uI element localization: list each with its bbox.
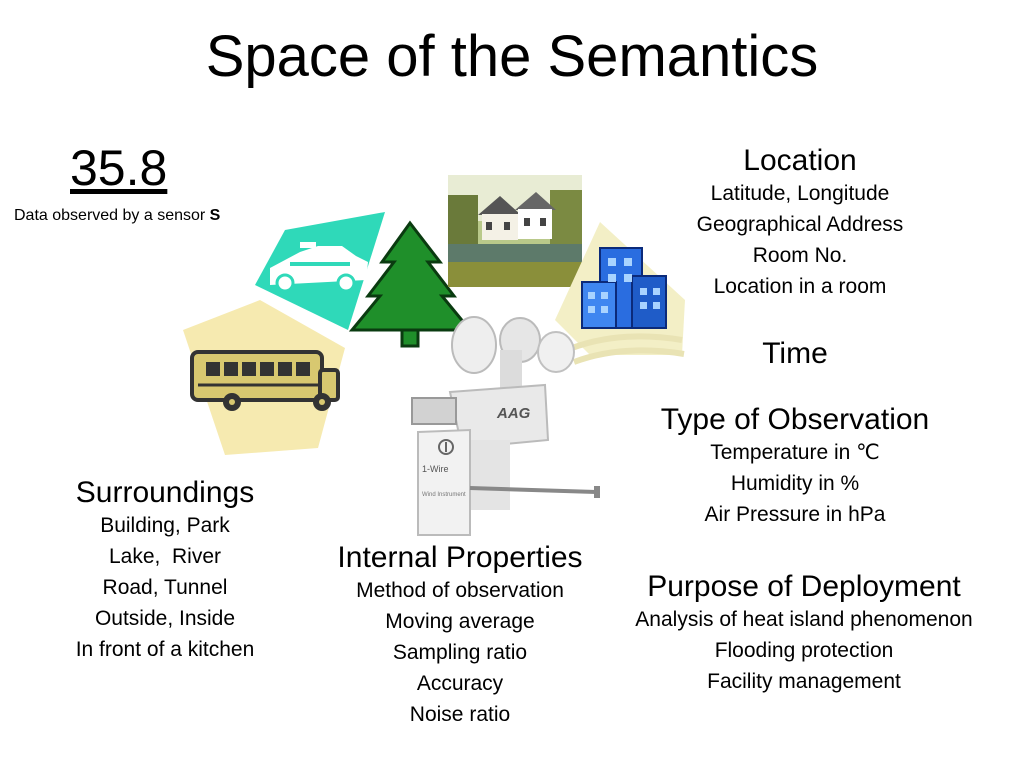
location-item: Location in a room [713,275,887,298]
observation-type-heading: Type of Observation [660,403,930,436]
internal-properties-heading: Internal Properties [337,541,583,574]
anemometer-sensor-image: AAG 1-Wire Wind Instrument [411,316,600,536]
purpose-block: Purpose of Deployment Analysis of heat i… [592,570,1016,697]
surroundings-block: Surroundings Building, Park Lake, River … [30,476,300,665]
caption-text: Data observed by a sensor [14,207,210,224]
observation-type-item: Air Pressure in hPa [704,503,886,526]
surroundings-item: In front of a kitchen [75,638,255,661]
location-item: Room No. [752,244,848,267]
bus-icon [183,300,345,455]
purpose-item: Flooding protection [714,639,894,662]
observed-caption: Data observed by a sensor S [14,206,220,226]
internal-properties-item: Method of observation [356,579,564,602]
sensor-brand: AAG [496,405,531,422]
location-block: Location Latitude, Longitude Geographica… [660,144,940,302]
location-heading: Location [743,144,857,177]
purpose-item: Facility management [707,670,901,693]
observation-type-item: Humidity in % [730,472,860,495]
tree-icon [348,220,474,348]
surroundings-item: Road, Tunnel [102,576,228,599]
office-building-icon [555,222,685,365]
slide-title: Space of the Semantics [205,24,819,89]
time-heading: Time [762,337,828,370]
surroundings-item: Lake, River [108,545,222,568]
house-lake-photo [448,175,582,287]
surroundings-item: Building, Park [100,514,230,537]
sensor-tag: 1-Wire [422,464,449,474]
purpose-item: Analysis of heat island phenomenon [635,608,973,631]
observation-type-block: Type of Observation Temperature in ℃ Hum… [620,403,970,530]
surroundings-item: Outside, Inside [94,607,236,630]
internal-properties-item: Accuracy [416,672,504,695]
internal-properties-item: Moving average [385,610,535,633]
internal-properties-block: Internal Properties Method of observatio… [305,541,615,730]
surroundings-heading: Surroundings [75,476,255,509]
location-item: Latitude, Longitude [710,182,890,205]
internal-properties-item: Sampling ratio [392,641,528,664]
observation-type-item: Temperature in ℃ [710,441,880,464]
internal-properties-item: Noise ratio [409,703,511,726]
sensor-letter: S [209,207,221,224]
taxi-icon [255,212,385,330]
observed-value: 35.8 [70,140,168,196]
location-item: Geographical Address [696,213,904,236]
sensor-subtag: Wind Instrument [422,492,466,498]
purpose-heading: Purpose of Deployment [647,570,961,603]
